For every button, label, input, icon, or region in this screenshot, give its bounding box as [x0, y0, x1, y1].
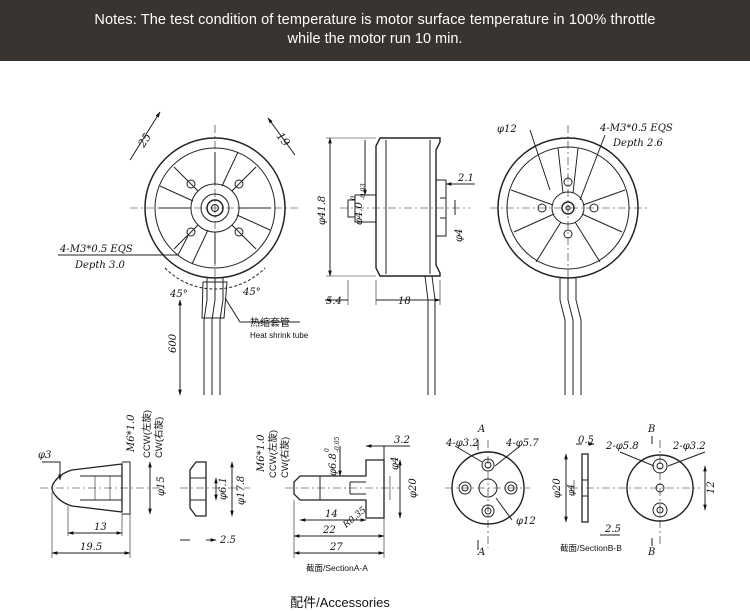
plate-b-dim-0-5: 0.5: [578, 435, 594, 446]
shaft-adapter-dim-14: 14: [325, 509, 338, 520]
plate-b-holes-b: 2-φ3.2: [672, 441, 706, 452]
heat-shrink-label-cn: 热缩套管: [250, 316, 290, 329]
front-mount-hole: [234, 179, 244, 189]
shaft-adapter-dim-22: 22: [322, 525, 336, 536]
washer-d6-1: φ6.1: [218, 477, 229, 500]
front-dim-19: 19: [274, 130, 293, 149]
plate-a-holes-b: 4-φ5.7: [505, 438, 539, 449]
rear-diameter-12: φ12: [497, 124, 517, 135]
washer-drawing: [180, 461, 250, 540]
rear-lead-wires: [559, 278, 582, 395]
plate-b-dim-12: 12: [706, 481, 717, 494]
rear-view: [490, 125, 650, 395]
plate-b-label-top: B: [647, 424, 655, 435]
front-mount-hole: [186, 179, 196, 189]
prop-nut-d15: φ15: [156, 476, 167, 496]
notes-line-1: Notes: The test condition of temperature…: [94, 12, 656, 28]
prop-plate-b-drawing: [564, 436, 707, 546]
rear-depth-label: Depth 2.6: [612, 138, 664, 149]
plate-b-dim-2-5: 2.5: [604, 524, 621, 535]
plate-b-holes-a: 2-φ5.8: [605, 441, 639, 452]
shaft-adapter-d4: φ4: [390, 457, 401, 470]
shaft-adapter-thread: M6*1.0: [256, 434, 267, 473]
rear-spokes: [510, 147, 626, 263]
technical-drawing: 25 19 4-M3*0.5 EQS Depth 3.0 45° 45° 600…: [38, 111, 717, 573]
side-dim-5-4: 5.4: [326, 296, 342, 307]
shaft-adapter-d6-8-tol: 0: [324, 448, 331, 452]
side-dim-2-1: 2.1: [457, 173, 474, 184]
prop-nut-dim-19-5: 19.5: [80, 542, 102, 553]
side-body: [375, 137, 441, 277]
plate-b-label-bottom: B: [647, 547, 655, 558]
shaft-adapter-d6-8-tol-lower: -0.05: [334, 436, 341, 452]
prop-nut-d3: φ3: [38, 450, 51, 461]
shaft-adapter-dim-27: 27: [329, 542, 343, 553]
side-dim-18: 18: [398, 296, 411, 307]
section-b-label: 截面/SectionB-B: [560, 543, 622, 553]
washer-d17-8: φ17.8: [236, 476, 247, 505]
front-thread-label: 4-M3*0.5 EQS: [59, 244, 133, 255]
plate-a-label-top: A: [477, 424, 485, 435]
notes-line-2: while the motor run 10 min.: [287, 31, 463, 47]
front-angle-right: 45°: [242, 287, 261, 298]
shaft-adapter-r0-35: R0.35: [341, 505, 369, 531]
prop-nut-thread: M6*1.0: [126, 414, 137, 453]
prop-nut-dim-13: 13: [94, 522, 107, 533]
shaft-adapter-drawing: [285, 446, 410, 558]
plate-a-holes-a: 4-φ3.2: [445, 438, 479, 449]
plate-b-d20: φ20: [552, 478, 563, 498]
rear-thread-label: 4-M3*0.5 EQS: [599, 123, 673, 134]
shaft-adapter-ccw: CCW(左旋): [267, 430, 279, 478]
washer-dim-2-5: 2.5: [219, 535, 236, 546]
side-lead-wires: [424, 275, 436, 395]
front-lead-wires: [203, 278, 224, 395]
side-shaft-tol-lower: -0.03: [359, 183, 367, 200]
heat-shrink-label-en: Heat shrink tube: [250, 331, 309, 340]
prop-nut-drawing: [40, 461, 165, 558]
plate-b-d4: φ4: [567, 484, 577, 496]
prop-plate-a-drawing: [445, 440, 530, 550]
side-shaft-tol-upper: 0: [349, 196, 357, 200]
side-diameter-4: φ4: [454, 229, 465, 242]
front-mount-hole: [234, 227, 244, 237]
prop-nut-cw: CW(右旋): [153, 417, 165, 458]
front-angle-left: 45°: [169, 289, 188, 300]
accessories-caption: 配件/Accessories: [290, 595, 390, 610]
front-view: [58, 111, 300, 396]
side-view: [325, 137, 475, 395]
front-mount-hole: [186, 227, 196, 237]
shaft-adapter-d6-8: φ6.8: [328, 453, 339, 476]
front-lead-length: 600: [168, 333, 179, 353]
notes-banner: Notes: The test condition of temperature…: [0, 0, 750, 61]
section-a-label: 截面/SectionA-A: [306, 563, 368, 573]
side-diameter-shaft: φ4.0: [354, 201, 365, 225]
shaft-adapter-d20: φ20: [408, 478, 419, 498]
plate-a-label-bottom: A: [477, 547, 485, 558]
shaft-adapter-cw: CW(右旋): [279, 437, 291, 478]
prop-nut-ccw: CCW(左旋): [141, 410, 153, 458]
front-depth-label: Depth 3.0: [74, 260, 126, 271]
plate-a-d12: φ12: [516, 516, 536, 527]
side-diameter-body: φ41.8: [317, 196, 328, 225]
shaft-adapter-dim-3-2: 3.2: [394, 435, 410, 446]
